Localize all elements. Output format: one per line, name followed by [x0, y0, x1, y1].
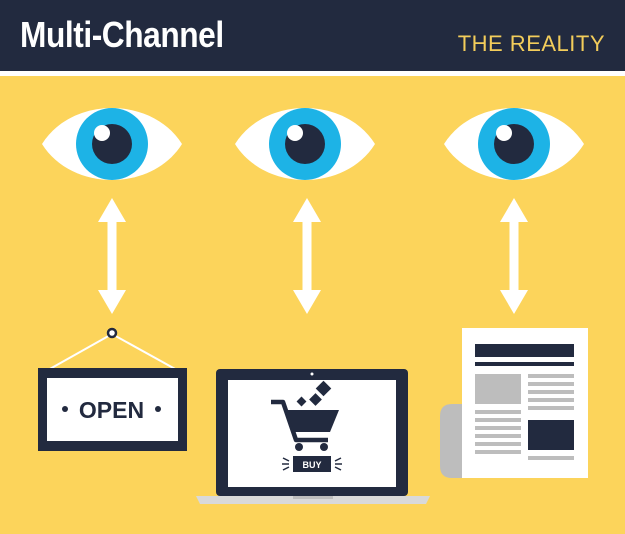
double-arrow-icon-print: [500, 198, 528, 314]
double-arrow-icon-store: [98, 198, 126, 314]
eye-icon-online: [235, 108, 375, 180]
header-divider: [0, 71, 625, 76]
header-bar: [0, 0, 625, 71]
laptop-icon: BUY: [196, 369, 430, 504]
eye-icon-print: [444, 108, 584, 180]
open-sign-icon: OPEN: [38, 327, 187, 451]
buy-button: BUY: [282, 456, 342, 472]
double-arrow-icon-online: [293, 198, 321, 314]
eye-icon-store: [42, 108, 182, 180]
page-title: Multi-Channel: [20, 14, 224, 55]
shopping-cart-icon: [271, 380, 339, 451]
newspaper-icon: [440, 328, 588, 478]
buy-button-label: BUY: [302, 460, 321, 470]
open-sign-label: OPEN: [79, 397, 144, 423]
page-subtitle: THE REALITY: [457, 31, 605, 56]
